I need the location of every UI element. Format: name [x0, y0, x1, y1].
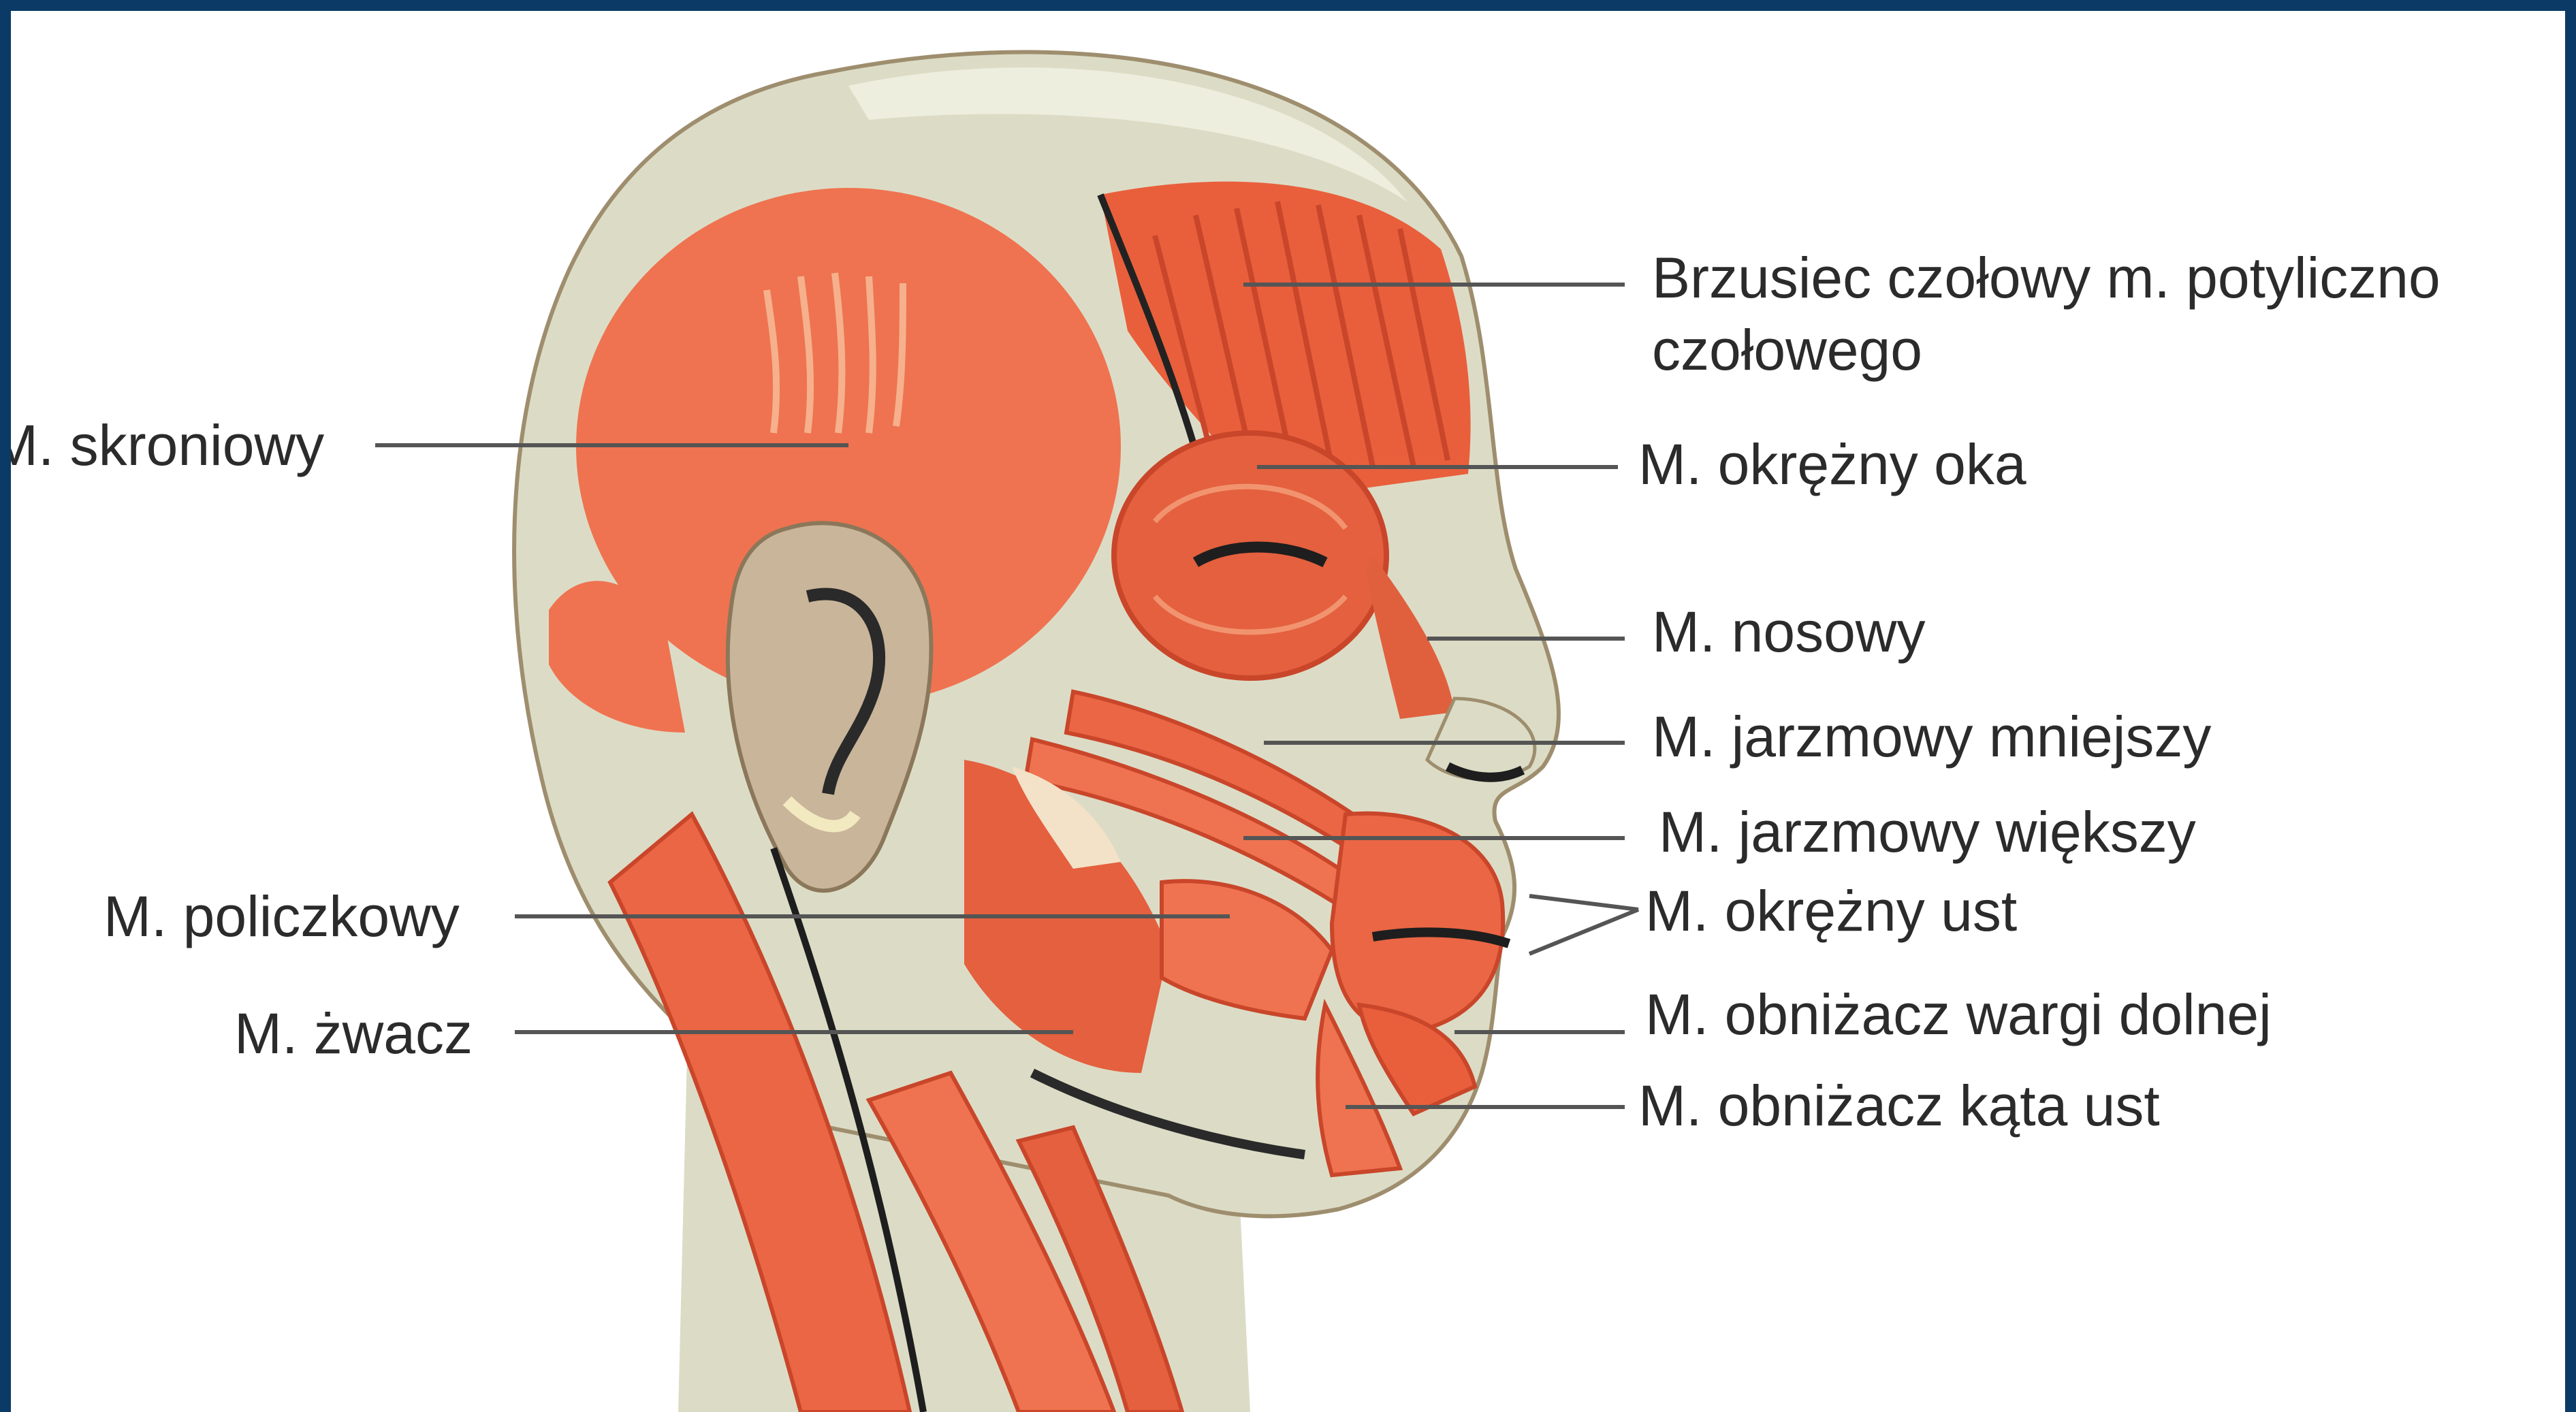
- label-frontal-belly-line2: czołowego: [1652, 315, 1922, 385]
- label-temporalis: M. skroniowy: [11, 410, 324, 481]
- label-nasalis: M. nosowy: [1652, 596, 1925, 667]
- label-masseter: M. żwacz: [234, 998, 473, 1069]
- orbicularis-oculi-muscle: [1114, 433, 1386, 678]
- label-depressor-anguli: M. obniżacz kąta ust: [1638, 1070, 2160, 1141]
- label-frontal-belly: Brzusiec czołowy m. potyliczno: [1652, 242, 2440, 313]
- label-orbicularis-oris: M. okrężny ust: [1645, 876, 2017, 946]
- leader-oris-lower: [1529, 910, 1638, 954]
- label-zygomaticus-major: M. jarzmowy większy: [1659, 797, 2196, 867]
- leader-oris-upper: [1529, 896, 1638, 910]
- label-buccinator: M. policzkowy: [104, 881, 460, 952]
- label-zygomaticus-minor: M. jarzmowy mniejszy: [1652, 701, 2211, 772]
- label-depressor-labii: M. obniżacz wargi dolnej: [1645, 979, 2272, 1050]
- diagram-canvas: Brzusiec czołowy m. potyliczno czołowego…: [11, 11, 2565, 1412]
- label-orbicularis-oculi: M. okrężny oka: [1638, 429, 2026, 500]
